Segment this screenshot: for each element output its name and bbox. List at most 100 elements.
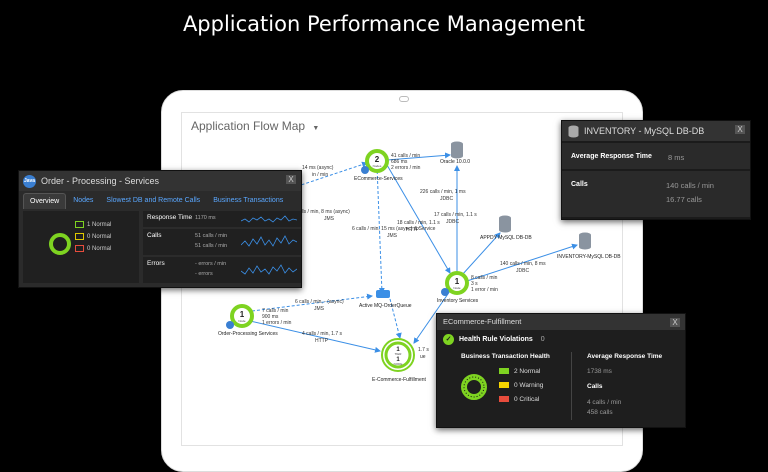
node-name: Order-Processing Services	[218, 331, 278, 337]
metric-value: - errors / min	[195, 261, 227, 267]
database-icon	[499, 215, 511, 233]
close-icon[interactable]: X	[735, 125, 745, 134]
close-icon[interactable]: X	[286, 175, 296, 184]
health-overview: 1 Normal 0 Normal 0 Normal	[23, 211, 139, 283]
legend-label: 0 Normal	[87, 234, 112, 241]
metric-response-time[interactable]: Response Time 1170 ms	[143, 211, 301, 227]
node-sub: NODE	[394, 362, 403, 366]
legend-label: 2 Normal	[514, 368, 541, 375]
sparkline	[241, 264, 297, 275]
node-name: APPDY MySQL DB-DB	[480, 235, 532, 241]
edge-order-queue[interactable]	[251, 293, 373, 312]
node-fulfillment[interactable]: 1 TIER 1 NODE E-Commerce-Fulfillment	[372, 338, 427, 383]
metric-label: Errors	[147, 260, 165, 267]
node-sub: TIER	[395, 352, 403, 356]
legend-label: 1 Normal	[87, 222, 112, 229]
calls-value: 4 calls / min	[587, 399, 622, 406]
panel-header: INVENTORY - MySQL DB-DB	[562, 121, 750, 141]
calls-value: 16.77 calls	[666, 195, 702, 204]
calls-row: Calls 140 calls / min 16.77 calls	[562, 171, 750, 217]
inventory-db-panel: INVENTORY - MySQL DB-DB X Average Respon…	[561, 120, 751, 220]
tablet-camera	[399, 96, 409, 102]
avg-response-value: 8 ms	[668, 153, 685, 162]
java-icon	[441, 288, 449, 296]
edge-label: JMS	[314, 306, 325, 312]
divider	[571, 352, 572, 420]
java-icon	[226, 321, 234, 329]
node-ecommerce[interactable]: 2 Nodes ECommerce-Services 41 calls / mi…	[354, 149, 421, 182]
node-queue[interactable]: Active MQ-OrderQueue	[359, 290, 412, 309]
page-title: Application Performance Management	[182, 12, 586, 36]
node-appdy-db[interactable]: APPDY MySQL DB-DB	[480, 215, 532, 242]
edge-ecommerce-queue[interactable]	[376, 165, 385, 294]
metric-calls[interactable]: Calls 51 calls / min 51 calls / min	[143, 229, 301, 255]
health-ring	[49, 233, 71, 255]
node-count: 1	[396, 347, 400, 353]
close-icon[interactable]: X	[670, 318, 680, 327]
node-sub: Nodes	[373, 164, 382, 168]
node-order[interactable]: 1 Node Order-Processing Services 7 calls…	[218, 304, 292, 337]
flow-map-canvas[interactable]: 14 ms (async) in / min 8 calls / min, 8 …	[182, 113, 622, 445]
edge-inventory-fulfillment[interactable]	[413, 290, 451, 344]
check-icon: ✓	[443, 334, 454, 345]
legend-item: 2 Normal	[499, 368, 540, 375]
edge-label: 6 calls / min, - (async)	[295, 299, 344, 305]
edge-label: JMS	[324, 216, 335, 222]
node-inventory[interactable]: 1 Node Inventory Services 8 calls / min …	[437, 271, 498, 304]
tab-overview[interactable]: Overview	[23, 193, 67, 209]
node-name: ECommerce-Services	[354, 176, 403, 182]
sparkline	[241, 215, 297, 223]
tab-nodes[interactable]: Nodes	[73, 197, 94, 204]
metric-value: - errors	[195, 271, 213, 277]
health-rule-violations[interactable]: ✓ Health Rule Violations 0	[443, 334, 545, 345]
database-icon	[568, 125, 579, 137]
edge-queue-fulfillment[interactable]	[389, 298, 402, 339]
edge-to-ecommerce[interactable]	[291, 161, 368, 189]
node-sub: Node	[453, 286, 461, 290]
hrv-label: Health Rule Violations	[459, 336, 533, 343]
edge-ecommerce-inventory[interactable]	[386, 164, 451, 274]
edge-ecommerce-oracle[interactable]	[386, 152, 451, 161]
node-stat: 2 errors / min	[391, 165, 421, 171]
edge-label: JMS	[387, 233, 398, 239]
panel-title: ECommerce-Fulfillment	[437, 314, 685, 330]
node-inventory-db[interactable]: INVENTORY-MySQL DB-DB	[557, 232, 621, 261]
legend-label: 0 Warning	[514, 382, 544, 389]
database-icon	[579, 232, 591, 250]
edge-label: 6 calls / min, 15 ms (async) & Service	[352, 226, 436, 232]
node-name: Active MQ-OrderQueue	[359, 303, 412, 309]
flow-map-title[interactable]: Application Flow Map ▼	[191, 119, 319, 133]
edge-label: JDBC	[516, 268, 529, 274]
node-oracle[interactable]: Oracle 10.0.0	[440, 141, 470, 166]
node-count: 1	[396, 357, 400, 363]
metric-label: Calls	[147, 232, 162, 239]
avg-response-row: Average Response Time 8 ms	[562, 143, 750, 169]
flow-edges	[249, 152, 578, 353]
flow-map-title-text: Application Flow Map	[191, 119, 306, 133]
edge-label: 14 ms (async)	[302, 165, 334, 171]
tab-slowest-calls[interactable]: Slowest DB and Remote Calls	[106, 197, 201, 204]
metric-label: Response Time	[147, 214, 193, 221]
bth-donut	[461, 374, 487, 400]
panel-header: Java Order - Processing - Services	[19, 171, 301, 191]
edge-label: 4 calls / min, 1.7 s	[302, 331, 343, 337]
panel-title: INVENTORY - MySQL DB-DB	[584, 126, 705, 136]
order-processing-panel: Java Order - Processing - Services X Ove…	[18, 170, 302, 288]
edge-order-fulfillment[interactable]	[249, 320, 381, 353]
tab-business-transactions[interactable]: Business Transactions	[213, 197, 284, 204]
edge-label: JDBC	[446, 219, 459, 225]
metric-errors[interactable]: Errors - errors / min - errors	[143, 257, 301, 283]
hrv-count: 0	[540, 336, 545, 343]
chevron-down-icon[interactable]: ▼	[312, 125, 320, 132]
avg-response-value: 1738 ms	[587, 368, 612, 375]
java-icon: Java	[23, 174, 36, 188]
bth-label: Business Transaction Health	[461, 353, 550, 360]
metric-value: 51 calls / min	[195, 243, 228, 249]
node-sub: Node	[238, 319, 246, 323]
legend-item: 0 Normal	[75, 233, 111, 240]
calls-value: 458 calls	[587, 409, 613, 416]
edge-label: 18 calls / min, 1.1 s	[397, 220, 440, 226]
edge-inventory-db[interactable]	[466, 243, 578, 282]
java-icon	[361, 166, 369, 174]
edge-inventory-appdy[interactable]	[461, 232, 501, 276]
